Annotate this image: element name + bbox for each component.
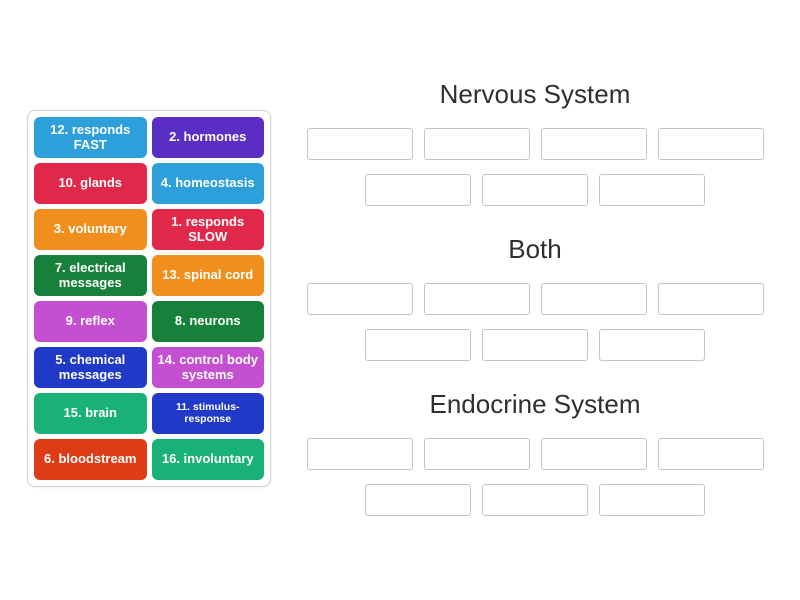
word-tile[interactable]: 9. reflex [34, 301, 147, 342]
group-title-both: Both [508, 234, 562, 265]
drop-slot[interactable] [423, 438, 530, 471]
word-tile[interactable]: 10. glands [34, 163, 147, 204]
drop-slot[interactable] [540, 438, 647, 471]
drop-slot[interactable] [657, 128, 764, 161]
drop-slot[interactable] [657, 438, 764, 471]
drop-slot[interactable] [423, 283, 530, 316]
word-tile[interactable]: 3. voluntary [34, 209, 147, 250]
slot-row [365, 329, 705, 362]
word-tile[interactable]: 11. stimulus-response [151, 393, 264, 434]
word-tile[interactable]: 16. involuntary [151, 439, 264, 480]
drop-slot[interactable] [306, 283, 413, 316]
group-slots-both [300, 283, 770, 362]
drop-slot[interactable] [540, 283, 647, 316]
slot-row [365, 174, 705, 207]
drop-slot[interactable] [306, 128, 413, 161]
drop-slot[interactable] [599, 484, 705, 517]
drop-slot[interactable] [599, 329, 705, 362]
drop-slot[interactable] [423, 128, 530, 161]
slot-row [365, 484, 705, 517]
word-tile[interactable]: 2. hormones [151, 117, 264, 158]
drop-slot[interactable] [599, 174, 705, 207]
group-endocrine-system: Endocrine System [300, 389, 770, 517]
slot-row [306, 283, 764, 316]
drop-slot[interactable] [657, 283, 764, 316]
group-nervous-system: Nervous System [300, 79, 770, 207]
word-tile[interactable]: 15. brain [34, 393, 147, 434]
word-tile[interactable]: 6. bloodstream [34, 439, 147, 480]
word-tile[interactable]: 8. neurons [151, 301, 264, 342]
category-groups: Nervous System Both Endocrine System [300, 79, 770, 545]
group-slots-nervous-system [300, 128, 770, 207]
drop-slot[interactable] [306, 438, 413, 471]
word-tile[interactable]: 7. electrical messages [34, 255, 147, 296]
drop-slot[interactable] [365, 484, 471, 517]
group-title-nervous-system: Nervous System [439, 79, 631, 109]
slot-row [306, 128, 764, 161]
word-tile[interactable]: 1. responds SLOW [151, 209, 264, 250]
drop-slot[interactable] [365, 329, 471, 362]
word-tile[interactable]: 12. responds FAST [34, 117, 147, 158]
word-tile[interactable]: 4. homeostasis [151, 163, 264, 204]
drop-slot[interactable] [482, 174, 588, 207]
group-slots-endocrine-system [300, 438, 770, 517]
word-tile[interactable]: 14. control body systems [151, 347, 264, 388]
slot-row [306, 438, 764, 471]
drop-slot[interactable] [482, 484, 588, 517]
drop-slot[interactable] [365, 174, 471, 207]
group-both: Both [300, 234, 770, 362]
drop-slot[interactable] [482, 329, 588, 362]
word-tile[interactable]: 13. spinal cord [151, 255, 264, 296]
word-tile[interactable]: 5. chemical messages [34, 347, 147, 388]
group-title-endocrine-system: Endocrine System [429, 389, 641, 420]
drop-slot[interactable] [540, 128, 647, 161]
